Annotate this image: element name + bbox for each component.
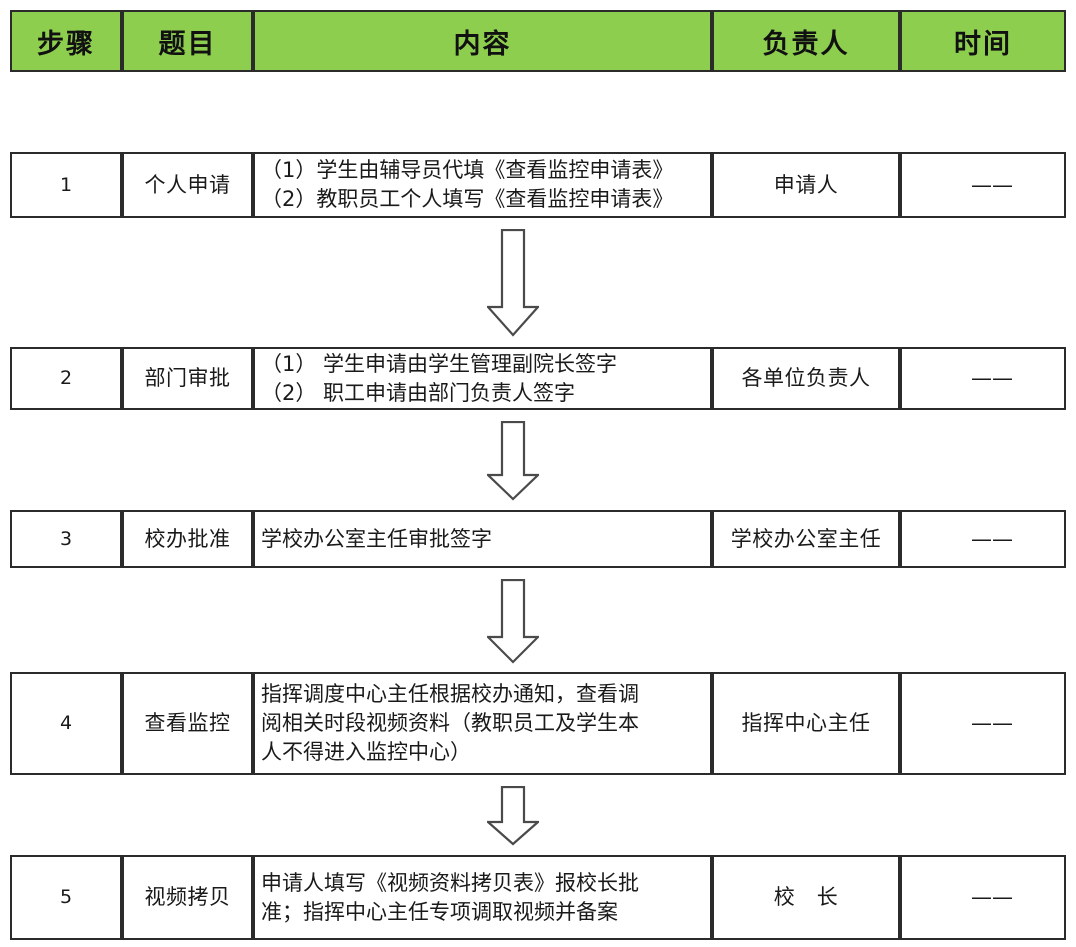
cell-step: 1: [10, 152, 122, 218]
cell-owner: 申请人: [712, 152, 900, 218]
header-cell-time: 时间: [900, 10, 1066, 72]
time-dash: ——: [971, 711, 1013, 735]
table-header-row: 步骤 题目 内容 负责人 时间: [10, 10, 1066, 72]
cell-content: （1）学生由辅导员代填《查看监控申请表》 （2）教职员工个人填写《查看监控申请表…: [253, 152, 712, 218]
cell-content: 指挥调度中心主任根据校办通知，查看调 阅相关时段视频资料（教职员工及学生本 人不…: [253, 672, 712, 775]
header-cell-content: 内容: [253, 10, 712, 72]
cell-owner: 指挥中心主任: [712, 672, 900, 775]
content-line-group: （1） 学生申请由学生管理副院长签字 （2） 职工申请由部门负责人签字: [261, 350, 705, 408]
cell-title: 个人申请: [122, 152, 253, 218]
time-dash: ——: [971, 885, 1013, 909]
cell-time: ——: [900, 672, 1066, 775]
content-line: （1） 学生申请由学生管理副院长签字: [261, 351, 618, 376]
cell-title: 校办批准: [122, 510, 253, 568]
cell-owner: 学校办公室主任: [712, 510, 900, 568]
table-row: 4 查看监控 指挥调度中心主任根据校办通知，查看调 阅相关时段视频资料（教职员工…: [10, 672, 1066, 775]
cell-step: 3: [10, 510, 122, 568]
arrow-step-1-to-2: [487, 229, 539, 337]
header-cell-step: 步骤: [10, 10, 122, 72]
cell-title: 查看监控: [122, 672, 253, 775]
arrow-step-4-to-5: [487, 786, 539, 846]
content-line-group: 申请人填写《视频资料拷贝表》报校长批 准；指挥中心主任专项调取视频并备案: [261, 869, 705, 927]
time-dash: ——: [971, 172, 1013, 197]
cell-content: 申请人填写《视频资料拷贝表》报校长批 准；指挥中心主任专项调取视频并备案: [253, 855, 712, 940]
cell-time: ——: [900, 347, 1066, 410]
content-line: 学校办公室主任审批签字: [261, 526, 492, 551]
content-line: 阅相关时段视频资料（教职员工及学生本: [261, 711, 639, 735]
cell-step: 4: [10, 672, 122, 775]
table-row: 2 部门审批 （1） 学生申请由学生管理副院长签字 （2） 职工申请由部门负责人…: [10, 347, 1066, 410]
content-line: （2） 职工申请由部门负责人签字: [261, 380, 576, 405]
table-row: 5 视频拷贝 申请人填写《视频资料拷贝表》报校长批 准；指挥中心主任专项调取视频…: [10, 855, 1066, 940]
content-line: 指挥调度中心主任根据校办通知，查看调: [261, 682, 639, 706]
cell-time: ——: [900, 855, 1066, 940]
content-line: 准；指挥中心主任专项调取视频并备案: [261, 899, 618, 924]
time-dash: ——: [971, 366, 1013, 390]
table-row: 3 校办批准 学校办公室主任审批签字 学校办公室主任 ——: [10, 510, 1066, 568]
cell-step: 2: [10, 347, 122, 410]
cell-title: 部门审批: [122, 347, 253, 410]
arrow-step-2-to-3: [487, 421, 539, 501]
table-row: 1 个人申请 （1）学生由辅导员代填《查看监控申请表》 （2）教职员工个人填写《…: [10, 152, 1066, 218]
content-line: （1）学生由辅导员代填《查看监控申请表》: [261, 158, 674, 182]
content-line: 人不得进入监控中心）: [261, 740, 471, 764]
cell-time: ——: [900, 152, 1066, 218]
content-line-group: （1）学生由辅导员代填《查看监控申请表》 （2）教职员工个人填写《查看监控申请表…: [261, 156, 705, 214]
cell-content: （1） 学生申请由学生管理副院长签字 （2） 职工申请由部门负责人签字: [253, 347, 712, 410]
cell-owner: 校 长: [712, 855, 900, 940]
time-dash: ——: [971, 526, 1013, 551]
content-line-group: 指挥调度中心主任根据校办通知，查看调 阅相关时段视频资料（教职员工及学生本 人不…: [261, 680, 705, 767]
cell-content: 学校办公室主任审批签字: [253, 510, 712, 568]
content-line: 申请人填写《视频资料拷贝表》报校长批: [261, 870, 639, 895]
arrow-step-3-to-4: [487, 579, 539, 664]
cell-time: ——: [900, 510, 1066, 568]
cell-title: 视频拷贝: [122, 855, 253, 940]
content-line: （2）教职员工个人填写《查看监控申请表》: [261, 187, 674, 211]
header-cell-title: 题目: [122, 10, 253, 72]
header-cell-owner: 负责人: [712, 10, 900, 72]
cell-owner: 各单位负责人: [712, 347, 900, 410]
cell-step: 5: [10, 855, 122, 940]
content-line-group: 学校办公室主任审批签字: [261, 525, 705, 554]
